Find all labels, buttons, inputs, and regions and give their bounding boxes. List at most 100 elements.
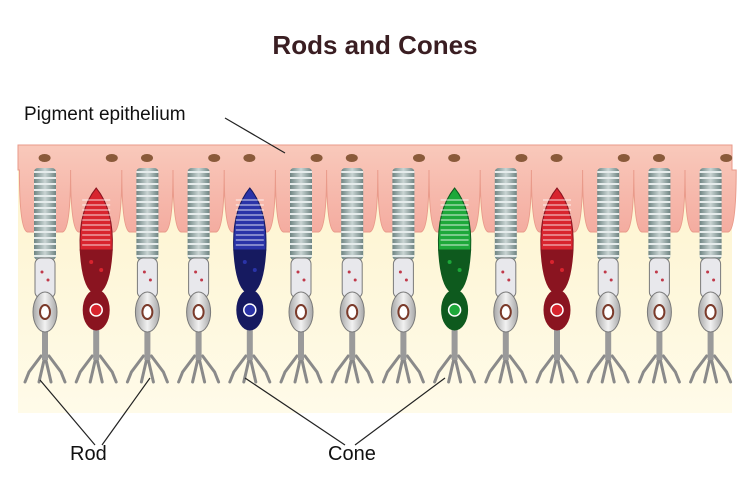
cell-axon	[246, 330, 253, 360]
epithelium-nucleus	[208, 154, 221, 162]
cell-axon	[656, 330, 663, 360]
rod-nucleus	[192, 304, 205, 320]
cell-dendrites	[637, 354, 681, 384]
cell-axon	[349, 330, 356, 360]
rod-cell	[637, 168, 681, 384]
cone-cell-red	[535, 187, 579, 384]
mitochondrion	[347, 270, 351, 274]
rod-nucleus	[602, 304, 615, 320]
epithelium-nucleus	[413, 154, 425, 162]
epithelium-nucleus	[617, 154, 630, 162]
rod-nucleus	[39, 304, 51, 320]
mitochondrion	[404, 278, 408, 282]
cell-dendrites	[279, 354, 323, 384]
rod-label: Rod	[70, 443, 107, 465]
rod-cell	[689, 168, 733, 384]
epithelium-nucleus	[515, 154, 528, 162]
cell-axon	[400, 330, 407, 360]
epithelium-nucleus	[448, 154, 461, 162]
cell-dendrites	[381, 354, 425, 384]
cell-dendrites	[228, 354, 272, 384]
cell-dendrites	[177, 354, 221, 384]
cone-label: Cone	[328, 443, 376, 465]
cell-axon	[707, 330, 714, 360]
epithelium-nucleus	[720, 154, 733, 162]
cell-axon	[554, 330, 560, 360]
cell-dendrites	[689, 354, 733, 384]
cone-nucleus	[447, 303, 462, 317]
cone-cell-blue	[228, 187, 272, 384]
rod-cell	[330, 168, 374, 384]
photoreceptor-cells	[23, 168, 733, 384]
cell-dendrites	[433, 354, 477, 384]
cell-axon	[502, 330, 509, 360]
rod-nucleus	[653, 304, 666, 320]
pigment-leader	[224, 117, 286, 154]
epithelium-nucleus	[345, 154, 358, 162]
mitochondrion	[609, 278, 613, 282]
mitochondrion	[148, 278, 152, 282]
mitochondrion	[706, 270, 710, 274]
cell-axon	[144, 330, 151, 360]
cell-dendrites	[125, 354, 169, 384]
mitochondrion	[89, 260, 94, 264]
mitochondrion	[40, 270, 44, 274]
cone-leader-2	[354, 377, 446, 446]
mitochondrion	[353, 278, 357, 282]
epithelium-nucleus	[38, 154, 51, 162]
cell-dendrites	[586, 354, 630, 384]
mitochondrion	[46, 278, 50, 282]
rod-leader-2	[101, 377, 151, 446]
diagram-title: Rods and Cones	[272, 30, 478, 60]
rod-nucleus	[295, 304, 307, 320]
epithelium-nucleus	[550, 154, 563, 162]
rod-cell	[381, 168, 425, 384]
mitochondrion	[457, 268, 462, 272]
cell-dendrites	[23, 354, 67, 384]
mitochondrion	[398, 270, 402, 274]
cell-dendrites	[74, 354, 118, 384]
rod-cell	[586, 168, 630, 384]
rod-cell	[125, 168, 169, 384]
mitochondrion	[296, 270, 300, 274]
mitochondrion	[142, 270, 146, 274]
cell-axon	[195, 330, 202, 360]
mitochondrion	[252, 268, 257, 272]
rod-nucleus	[704, 304, 717, 320]
mitochondrion	[501, 270, 505, 274]
cell-axon	[42, 330, 48, 360]
cone-cell-red	[74, 187, 118, 384]
pigment-epithelium-label: Pigment epithelium	[24, 104, 186, 125]
mitochondrion	[603, 270, 607, 274]
rod-nucleus	[499, 304, 512, 320]
rod-cell	[279, 168, 323, 384]
mitochondrion	[447, 260, 452, 264]
epithelium-nucleus	[243, 154, 256, 162]
mitochondrion	[507, 278, 511, 282]
rod-nucleus	[141, 304, 154, 320]
rod-nucleus	[346, 304, 359, 320]
cell-axon	[298, 330, 304, 360]
mitochondrion	[560, 268, 564, 272]
mitochondrion	[242, 260, 247, 264]
cone-leader-1	[244, 377, 346, 446]
cone-nucleus	[243, 303, 257, 317]
rod-nucleus	[397, 304, 410, 320]
cell-axon	[605, 330, 612, 360]
rod-cell	[177, 168, 221, 384]
epithelium-nucleus	[310, 154, 323, 162]
mitochondrion	[712, 278, 716, 282]
mitochondrion	[550, 260, 554, 264]
leader-lines	[39, 117, 446, 446]
rod-leader-1	[39, 379, 96, 446]
mitochondrion	[194, 270, 198, 274]
cone-nucleus	[89, 303, 103, 317]
epithelium-nucleus	[105, 154, 118, 162]
mitochondrion	[654, 270, 658, 274]
cell-dendrites	[330, 354, 374, 384]
rod-cell	[484, 168, 528, 384]
cone-nucleus	[550, 303, 564, 317]
mitochondrion	[302, 278, 306, 282]
mitochondrion	[200, 278, 204, 282]
